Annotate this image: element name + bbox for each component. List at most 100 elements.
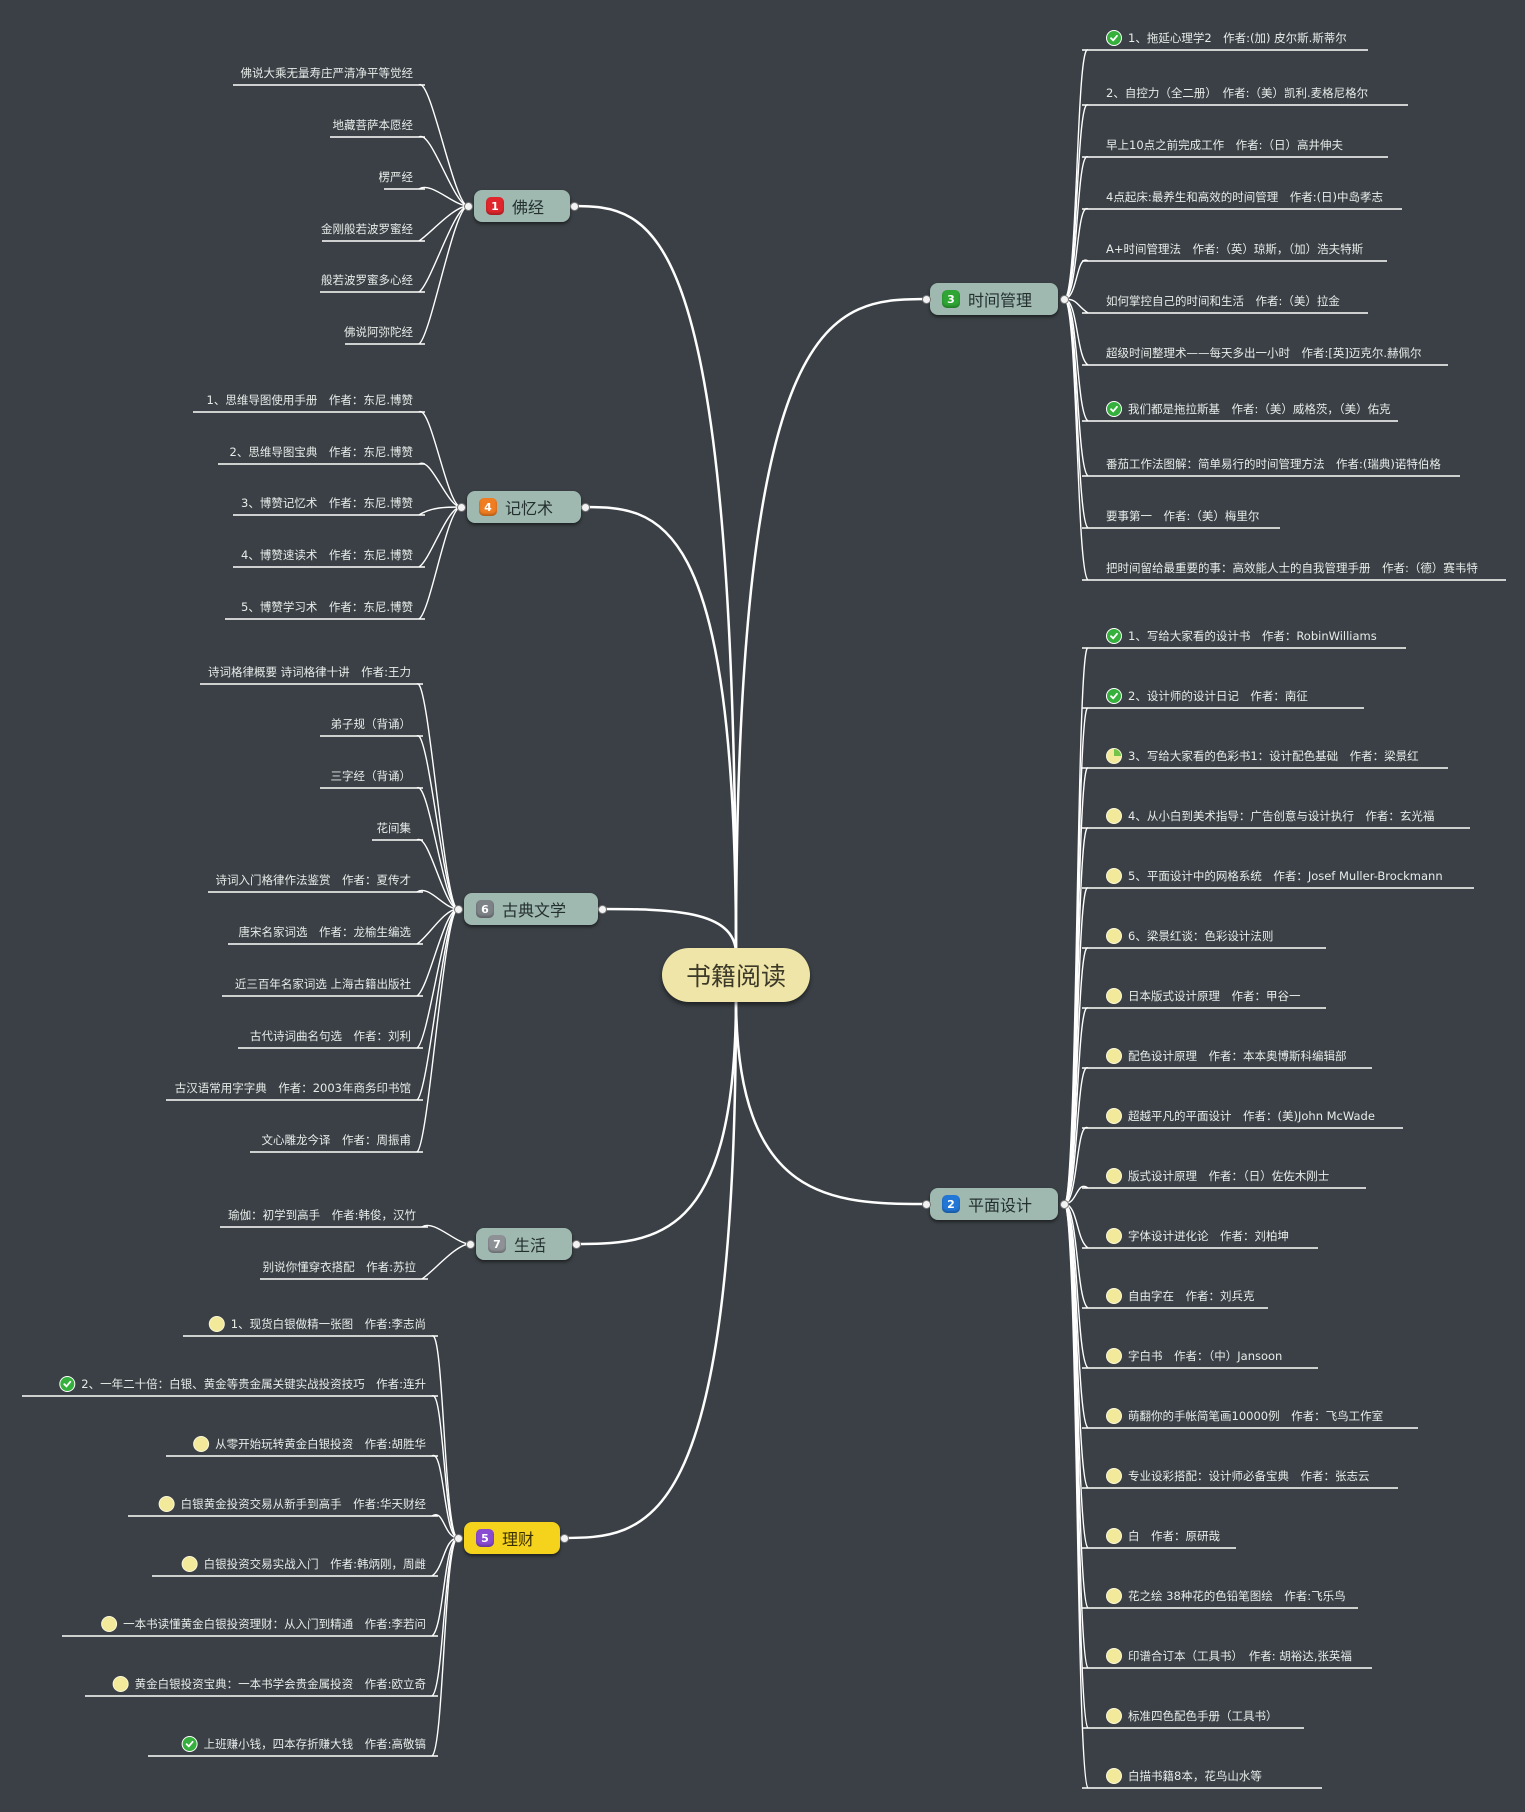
topic-fojing[interactable]: 1 佛经 bbox=[474, 190, 570, 222]
book-title: 白 作者：原研哉 bbox=[1128, 1529, 1220, 1543]
book-item[interactable]: A+时间管理法 作者:（英）琼斯，（加）浩夫特斯 bbox=[1106, 241, 1363, 257]
circle-icon bbox=[1106, 1708, 1122, 1724]
book-item[interactable]: 1、现货白银做精一张图 作者:李志尚 bbox=[208, 1316, 426, 1332]
book-item[interactable]: 萌翻你的手帐简笔画10000例 作者：飞鸟工作室 bbox=[1106, 1408, 1383, 1424]
book-item[interactable]: 弟子规（背诵） bbox=[331, 716, 412, 732]
book-item[interactable]: 金刚般若波罗蜜经 bbox=[321, 221, 413, 237]
book-item[interactable]: 1、写给大家看的设计书 作者：RobinWilliams bbox=[1106, 628, 1377, 644]
book-item[interactable]: 配色设计原理 作者：本本奥博斯科编辑部 bbox=[1106, 1048, 1347, 1064]
book-item[interactable]: 2、自控力（全二册） 作者:（美）凯利.麦格尼格尔 bbox=[1106, 85, 1368, 101]
priority-6-icon: 6 bbox=[476, 900, 494, 918]
collapse-toggle[interactable] bbox=[597, 904, 607, 914]
book-item[interactable]: 印谱合订本（工具书） 作者: 胡裕达,张英福 bbox=[1106, 1648, 1352, 1664]
book-item[interactable]: 4、从小白到美术指导：广告创意与设计执行 作者：玄光福 bbox=[1106, 808, 1434, 824]
collapse-toggle[interactable] bbox=[453, 904, 463, 914]
book-item[interactable]: 2、思维导图宝典 作者：东尼.博赞 bbox=[230, 444, 413, 460]
book-item[interactable]: 专业设彩搭配：设计师必备宝典 作者：张志云 bbox=[1106, 1468, 1370, 1484]
collapse-toggle[interactable] bbox=[921, 1199, 931, 1209]
book-item[interactable]: 诗词入门格律作法鉴赏 作者：夏传才 bbox=[216, 872, 412, 888]
book-item[interactable]: 要事第一 作者:（美）梅里尔 bbox=[1106, 508, 1259, 524]
collapse-toggle[interactable] bbox=[453, 1533, 463, 1543]
book-item[interactable]: 别说你懂穿衣搭配 作者:苏拉 bbox=[263, 1259, 416, 1275]
book-item[interactable]: 楞严经 bbox=[379, 169, 414, 185]
book-item[interactable]: 古汉语常用字字典 作者：2003年商务印书馆 bbox=[175, 1080, 411, 1096]
book-item[interactable]: 版式设计原理 作者：（日）佐佐木刚士 bbox=[1106, 1168, 1329, 1184]
book-item[interactable]: 日本版式设计原理 作者：甲谷一 bbox=[1106, 988, 1301, 1004]
book-item[interactable]: 文心雕龙今译 作者：周振甫 bbox=[262, 1132, 412, 1148]
book-item[interactable]: 佛说大乘无量寿庄严清净平等觉经 bbox=[241, 65, 414, 81]
collapse-toggle[interactable] bbox=[456, 502, 466, 512]
book-item[interactable]: 1、思维导图使用手册 作者：东尼.博赞 bbox=[207, 392, 413, 408]
collapse-toggle[interactable] bbox=[569, 201, 579, 211]
book-item[interactable]: 般若波罗蜜多心经 bbox=[321, 272, 413, 288]
book-item[interactable]: 2、一年二十倍：白银、黄金等贵金属关键实战投资技巧 作者:连升 bbox=[59, 1376, 426, 1392]
book-item[interactable]: 5、平面设计中的网格系统 作者：Josef Muller-Brockmann bbox=[1106, 868, 1443, 884]
book-item[interactable]: 4、博赞速读术 作者：东尼.博赞 bbox=[241, 547, 413, 563]
book-item[interactable]: 诗词格律概要 诗词格律十讲 作者:王力 bbox=[208, 664, 411, 680]
central-topic[interactable]: 书籍阅读 bbox=[662, 948, 810, 1002]
book-item[interactable]: 字体设计进化论 作者：刘柏坤 bbox=[1106, 1228, 1289, 1244]
collapse-toggle[interactable] bbox=[1059, 294, 1069, 304]
book-item[interactable]: 花间集 bbox=[377, 820, 412, 836]
book-item[interactable]: 把时间留给最重要的事：高效能人士的自我管理手册 作者:（德）赛韦特 bbox=[1106, 560, 1478, 576]
book-item[interactable]: 唐宋名家词选 作者：龙榆生编选 bbox=[239, 924, 412, 940]
book-item[interactable]: 字白书 作者：（中）Jansoon bbox=[1106, 1348, 1282, 1364]
book-item[interactable]: 我们都是拖拉斯基 作者:（美）威格茨，（美）佑克 bbox=[1106, 401, 1391, 417]
topic-gudian[interactable]: 6 古典文学 bbox=[464, 893, 598, 925]
book-item[interactable]: 瑜伽：初学到高手 作者:韩俊，汉竹 bbox=[228, 1207, 416, 1223]
book-title: 日本版式设计原理 作者：甲谷一 bbox=[1128, 989, 1301, 1003]
book-item[interactable]: 白银黄金投资交易从新手到高手 作者:华天财经 bbox=[158, 1496, 426, 1512]
collapse-toggle[interactable] bbox=[571, 1239, 581, 1249]
book-title: 2、自控力（全二册） 作者:（美）凯利.麦格尼格尔 bbox=[1106, 86, 1369, 100]
circle-icon bbox=[1106, 1228, 1122, 1244]
book-item[interactable]: 4点起床:最养生和高效的时间管理 作者:(日)中岛孝志 bbox=[1106, 189, 1383, 205]
circle-icon bbox=[1106, 1408, 1122, 1424]
topic-label: 古典文学 bbox=[502, 901, 567, 920]
book-item[interactable]: 黄金白银投资宝典：一本书学会贵金属投资 作者:欧立奇 bbox=[112, 1676, 426, 1692]
book-item[interactable]: 超级时间整理术——每天多出一小时 作者:[英]迈克尔.赫佩尔 bbox=[1106, 345, 1422, 361]
book-item[interactable]: 佛说阿弥陀经 bbox=[344, 324, 413, 340]
book-item[interactable]: 6、梁景红谈：色彩设计法则 bbox=[1106, 928, 1273, 944]
book-item[interactable]: 地藏菩萨本愿经 bbox=[333, 117, 414, 133]
book-item[interactable]: 番茄工作法图解：简单易行的时间管理方法 作者:(瑞典)诺特伯格 bbox=[1106, 456, 1441, 472]
book-item[interactable]: 白银投资交易实战入门 作者:韩炳刚，周雌 bbox=[181, 1556, 426, 1572]
collapse-toggle[interactable] bbox=[559, 1533, 569, 1543]
check-circle-icon bbox=[59, 1376, 76, 1392]
book-item[interactable]: 从零开始玩转黄金白银投资 作者:胡胜华 bbox=[193, 1436, 426, 1452]
book-item[interactable]: 一本书读懂黄金白银投资理财：从入门到精通 作者:李若问 bbox=[101, 1616, 426, 1632]
collapse-toggle[interactable] bbox=[580, 502, 590, 512]
priority-1-icon: 1 bbox=[486, 197, 504, 215]
book-title: 番茄工作法图解：简单易行的时间管理方法 作者:(瑞典)诺特伯格 bbox=[1106, 457, 1441, 471]
priority-5-icon: 5 bbox=[476, 1529, 494, 1547]
collapse-toggle[interactable] bbox=[921, 294, 931, 304]
book-item[interactable]: 3、写给大家看的色彩书1：设计配色基础 作者：梁景红 bbox=[1106, 748, 1419, 764]
book-item[interactable]: 自由字在 作者：刘兵克 bbox=[1106, 1288, 1255, 1304]
book-item[interactable]: 5、博赞学习术 作者：东尼.博赞 bbox=[241, 599, 413, 615]
book-title: 自由字在 作者：刘兵克 bbox=[1128, 1289, 1255, 1303]
book-item[interactable]: 2、设计师的设计日记 作者：南征 bbox=[1106, 688, 1308, 704]
book-item[interactable]: 近三百年名家词选 上海古籍出版社 bbox=[235, 976, 411, 992]
book-item[interactable]: 白描书籍8本，花鸟山水等 bbox=[1106, 1768, 1262, 1784]
book-item[interactable]: 上班赚小钱，四本存折赚大钱 作者:高敬镐 bbox=[181, 1736, 426, 1752]
collapse-toggle[interactable] bbox=[465, 1239, 475, 1249]
book-item[interactable]: 早上10点之前完成工作 作者:（日）高井伸夫 bbox=[1106, 137, 1343, 153]
book-item[interactable]: 花之绘 38种花的色铅笔图绘 作者:飞乐鸟 bbox=[1106, 1588, 1346, 1604]
book-item[interactable]: 超越平凡的平面设计 作者：(美)John McWade bbox=[1106, 1108, 1375, 1124]
topic-label: 佛经 bbox=[512, 198, 545, 217]
collapse-toggle[interactable] bbox=[1059, 1199, 1069, 1209]
book-title: 瑜伽：初学到高手 作者:韩俊，汉竹 bbox=[228, 1208, 416, 1222]
collapse-toggle[interactable] bbox=[463, 201, 473, 211]
book-item[interactable]: 白 作者：原研哉 bbox=[1106, 1528, 1220, 1544]
book-item[interactable]: 3、博赞记忆术 作者：东尼.博赞 bbox=[241, 495, 413, 511]
book-item[interactable]: 1、拖延心理学2 作者:(加) 皮尔斯.斯蒂尔 bbox=[1106, 30, 1347, 46]
book-item[interactable]: 标准四色配色手册（工具书） bbox=[1106, 1708, 1278, 1724]
book-item[interactable]: 三字经（背诵） bbox=[331, 768, 412, 784]
circle-icon bbox=[181, 1556, 198, 1572]
book-item[interactable]: 如何掌控自己的时间和生活 作者:（美）拉金 bbox=[1106, 293, 1340, 309]
book-item[interactable]: 古代诗词曲名句选 作者：刘利 bbox=[250, 1028, 411, 1044]
